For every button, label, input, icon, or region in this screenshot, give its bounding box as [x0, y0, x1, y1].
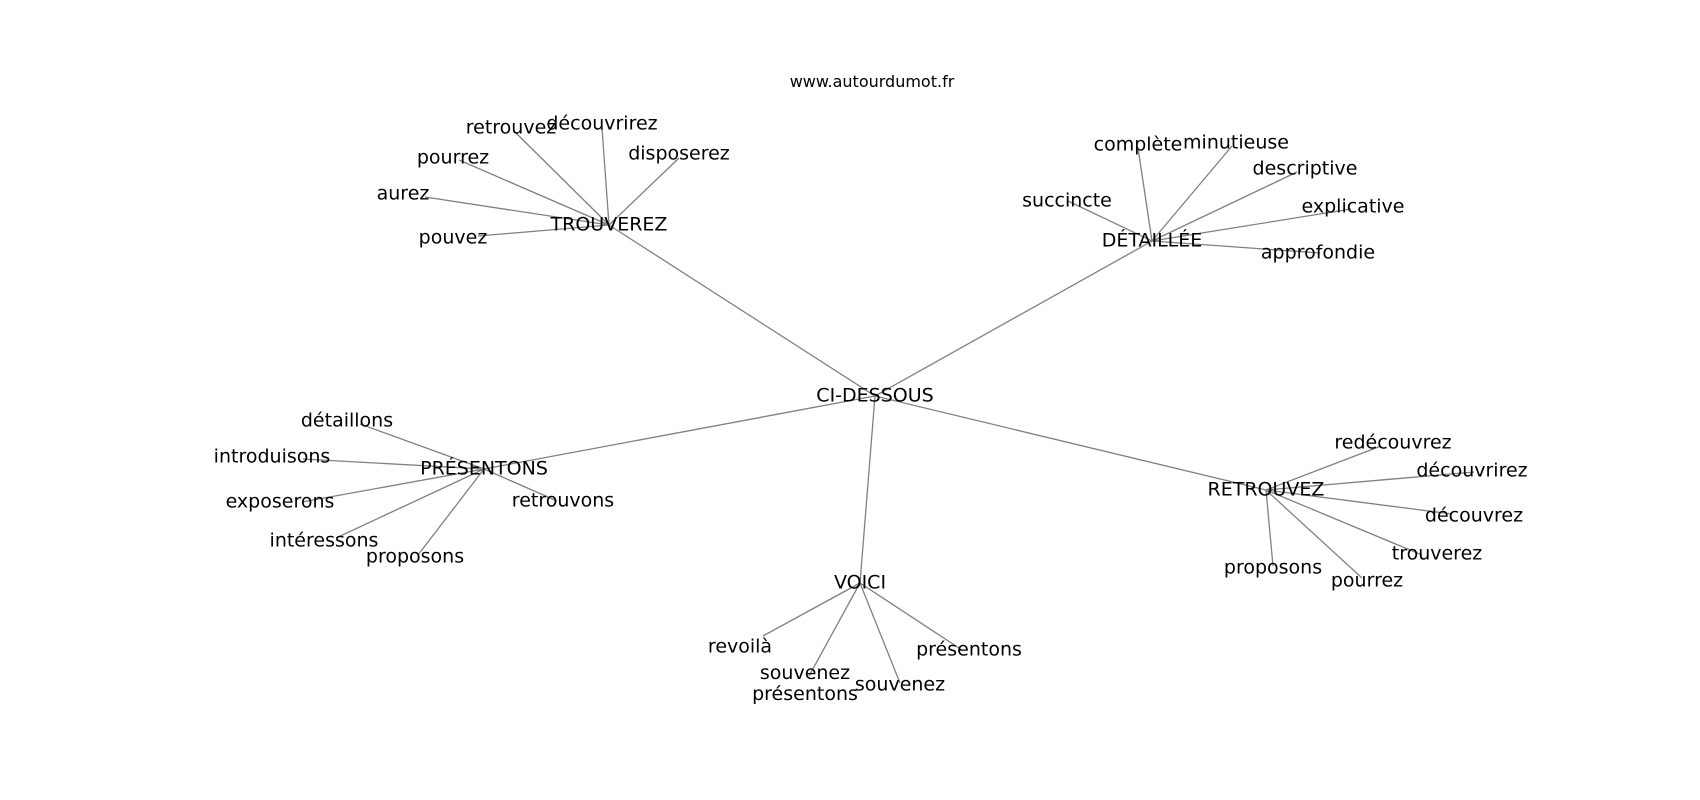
leaf-decouvrirez: découvrirez	[546, 112, 658, 135]
center-node-label: CI-DESSOUS	[816, 384, 934, 407]
leaf-aurez: aurez	[376, 182, 430, 205]
edge-hub-0-leaf-5	[477, 224, 610, 237]
leaf-exposerons: exposerons	[225, 490, 335, 513]
edge-hub-2-leaf-0	[359, 423, 485, 470]
hub-node-detaillee: DÉTAILLÉE	[1101, 229, 1203, 252]
leaf-retrouvez: retrouvez	[465, 116, 557, 139]
leaf-souvenez: souvenez	[854, 673, 946, 696]
leaf-explicative: explicative	[1301, 195, 1405, 218]
leaf-souvenez-presentons: souvenez présentons	[752, 662, 858, 705]
edge-hub-2-leaf-1	[302, 458, 485, 470]
edge-hub-0-leaf-1	[601, 127, 610, 226]
edge-hub-4-leaf-4	[1265, 489, 1363, 579]
edge-hub-2-leaf-3	[335, 468, 485, 539]
source-label: www.autourdumot.fr	[789, 72, 955, 92]
edge-hub-0-leaf-2	[458, 159, 610, 226]
leaf-decouvrirez: découvrirez	[1416, 459, 1528, 482]
edge-hub-2-leaf-2	[301, 468, 485, 503]
leaf-revoila: revoilà	[707, 635, 773, 658]
leaf-succincte: succincte	[1022, 189, 1112, 212]
edge-hub-3-leaf-2	[859, 582, 901, 684]
edge-center-hub-0	[608, 224, 876, 397]
leaf-interessons: intéressons	[269, 529, 379, 552]
leaf-disposerez: disposerez	[628, 142, 730, 165]
leaf-pourrez: pourrez	[1330, 569, 1404, 592]
leaf-complete: complète	[1093, 133, 1183, 156]
edge-hub-4-leaf-0	[1265, 445, 1382, 491]
edge-hub-4-leaf-3	[1265, 489, 1423, 556]
leaf-approfondie: approfondie	[1260, 241, 1376, 264]
edge-hub-2-leaf-5	[483, 468, 558, 502]
edge-hub-4-leaf-1	[1265, 471, 1475, 491]
leaf-descriptive: descriptive	[1252, 157, 1358, 180]
edge-hub-1-leaf-4	[1151, 208, 1352, 242]
edge-hub-4-leaf-2	[1265, 489, 1453, 515]
edge-hub-3-leaf-3	[859, 582, 963, 651]
hub-node-presentons: PRÉSENTONS	[420, 457, 548, 480]
edge-center-hub-2	[483, 395, 876, 470]
leaf-pourrez: pourrez	[416, 146, 490, 169]
edge-hub-1-leaf-3	[1067, 200, 1153, 242]
edge-hub-1-leaf-5	[1151, 240, 1321, 254]
edge-hub-1-leaf-0	[1137, 147, 1153, 242]
leaf-minutieuse: minutieuse	[1183, 131, 1289, 154]
edge-hub-1-leaf-1	[1151, 145, 1233, 242]
leaf-decouvrez: découvrez	[1424, 504, 1524, 527]
edge-center-hub-3	[859, 395, 876, 584]
hub-node-trouverez: TROUVEREZ	[550, 213, 668, 236]
leaf-proposons: proposons	[365, 545, 465, 568]
leaf-proposons: proposons	[1223, 556, 1323, 579]
edge-hub-3-leaf-1	[808, 582, 861, 677]
edge-hub-0-leaf-4	[424, 196, 610, 226]
edge-center-hub-1	[874, 240, 1153, 397]
edge-hub-0-leaf-0	[514, 131, 610, 226]
leaf-presentons: présentons	[916, 638, 1022, 661]
leaf-pouvez: pouvez	[418, 226, 488, 249]
leaf-redecouvrez: redécouvrez	[1334, 431, 1452, 454]
edge-hub-3-leaf-0	[762, 582, 861, 637]
edge-center-hub-4	[874, 395, 1267, 491]
edge-hub-4-leaf-5	[1265, 489, 1274, 567]
edge-hub-2-leaf-4	[417, 468, 485, 556]
hub-node-retrouvez: RETROUVEZ	[1207, 478, 1325, 501]
leaf-trouverez: trouverez	[1391, 542, 1483, 565]
edge-hub-1-leaf-2	[1151, 171, 1298, 242]
leaf-detaillons: détaillons	[300, 409, 394, 432]
hub-node-voici: VOICI	[833, 571, 887, 594]
leaf-introduisons: introduisons	[213, 445, 331, 468]
edge-hub-0-leaf-3	[608, 157, 680, 226]
leaf-retrouvons: retrouvons	[511, 489, 615, 512]
